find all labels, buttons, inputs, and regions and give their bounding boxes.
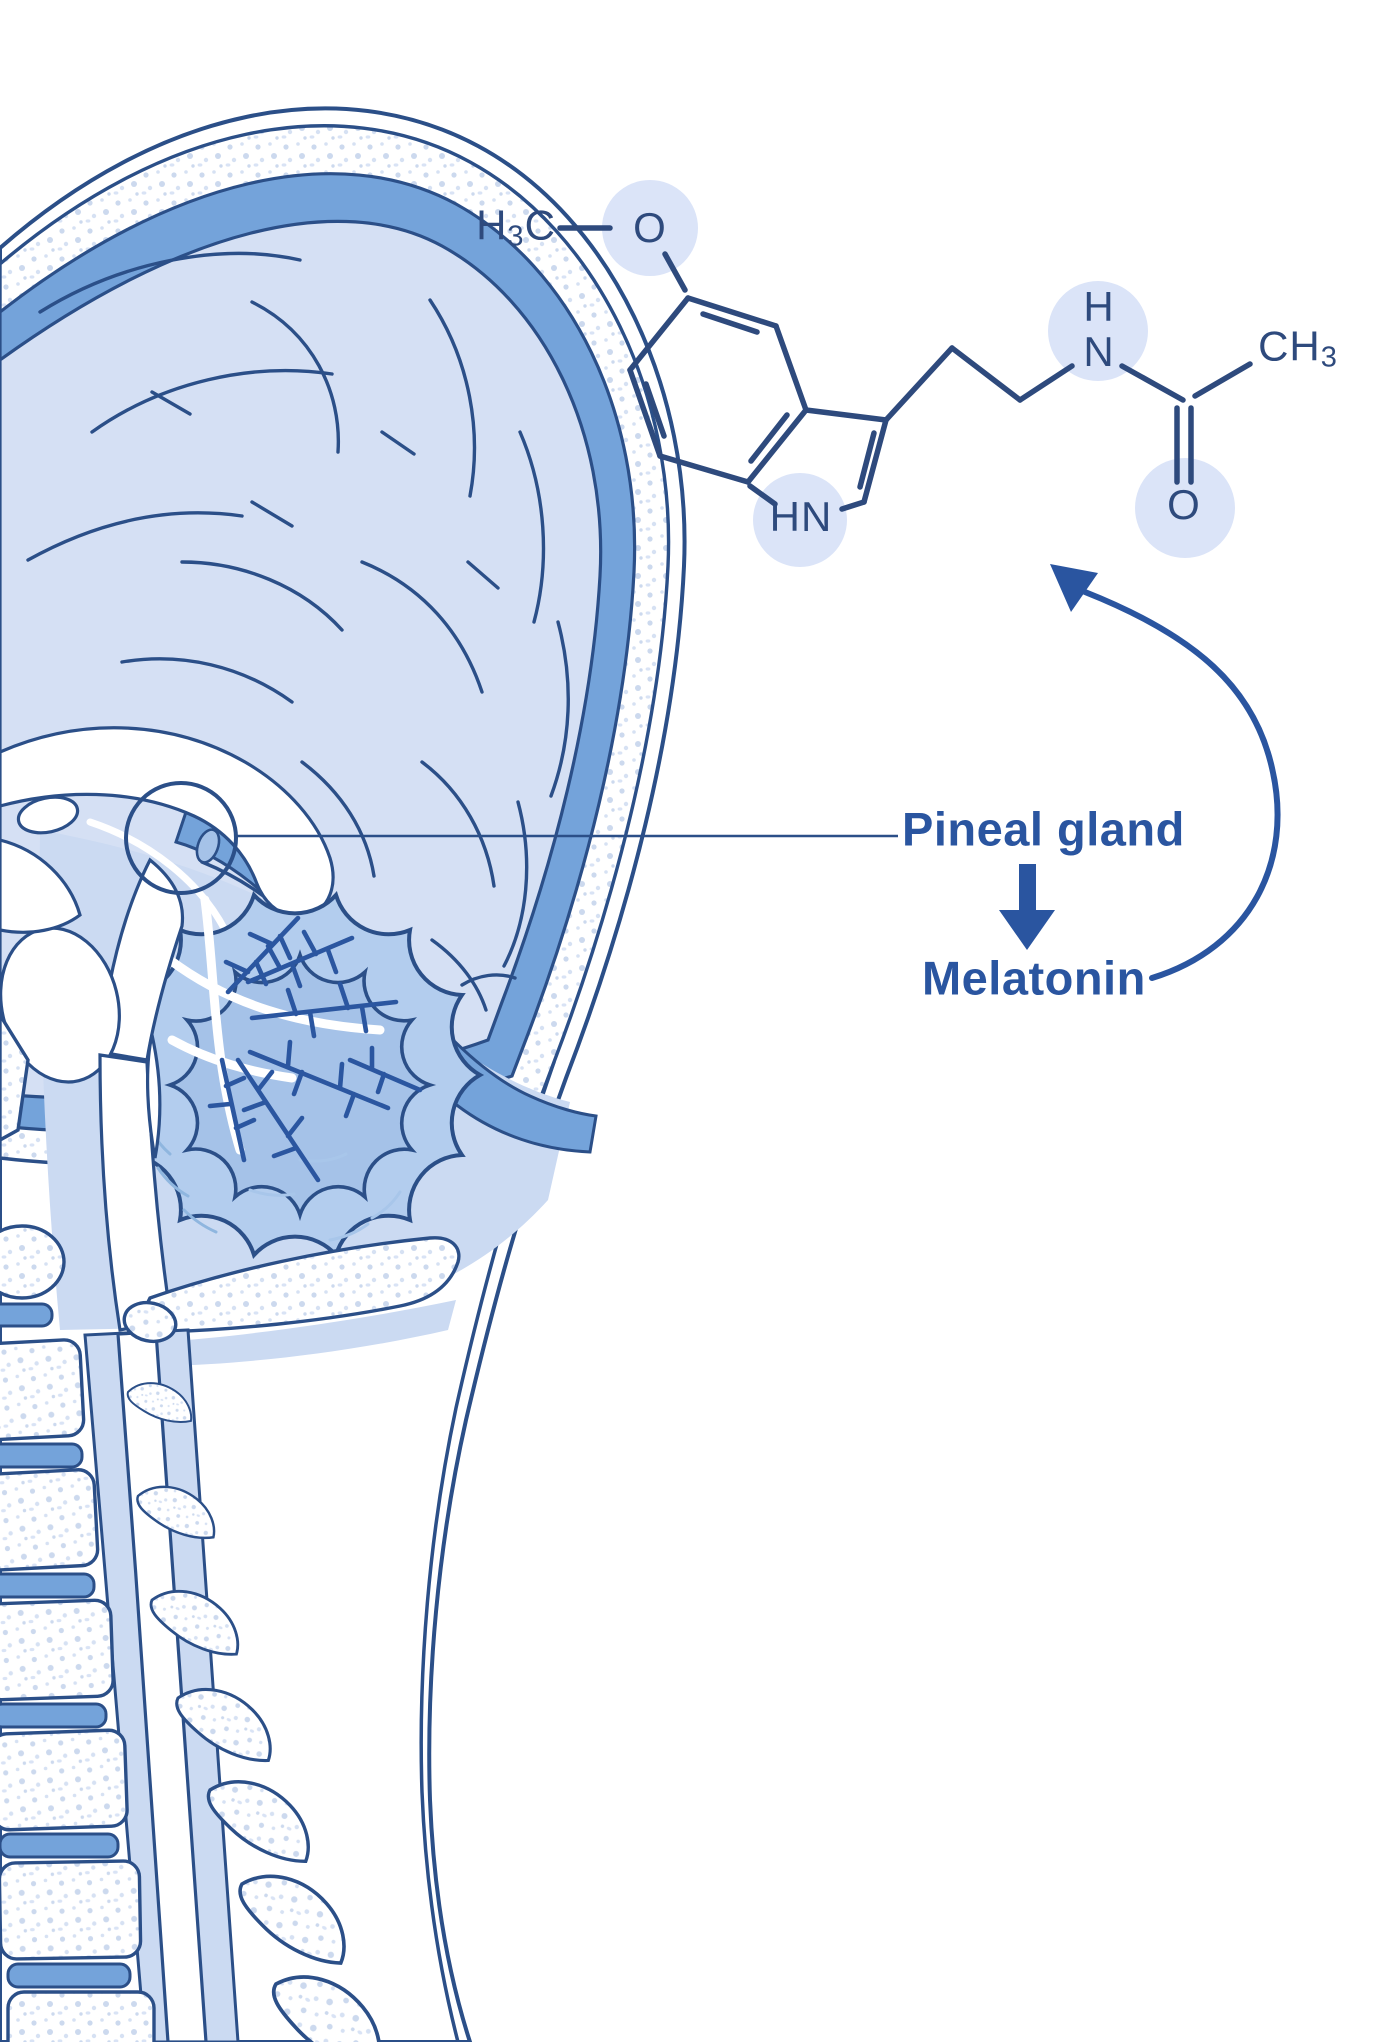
disc <box>0 1302 54 1328</box>
vertebra <box>0 1598 115 1702</box>
atom-subscript: 3 <box>507 220 525 253</box>
indole-nh-label: HN <box>770 496 833 538</box>
spinous-process <box>136 1485 216 1540</box>
bonds <box>557 225 1253 512</box>
melatonin-structure <box>557 180 1253 567</box>
down-arrow-icon <box>999 864 1055 950</box>
spinal-cord <box>116 1330 208 2042</box>
atom-subscript: 3 <box>1320 341 1338 374</box>
vertebra <box>6 1990 156 2042</box>
spinous-processes <box>122 1300 382 2042</box>
brainstem <box>0 838 185 1332</box>
curved-arrow-icon <box>1050 564 1281 981</box>
atom-letter: H <box>1083 283 1115 330</box>
atom-letter: H <box>1289 322 1321 370</box>
atom-letter: C <box>1258 322 1290 370</box>
spinous-process <box>126 1382 193 1423</box>
carbonyl-oxygen-label: O <box>1167 484 1201 526</box>
disc <box>0 1702 108 1729</box>
atom-letter: O <box>633 204 667 251</box>
spinous-process <box>206 1780 310 1863</box>
atom-letter: H <box>476 201 508 249</box>
ventricle <box>16 795 80 835</box>
pineal-gland-label: Pineal gland <box>902 802 1185 856</box>
vertebra <box>0 1859 143 1961</box>
hypothalamus-region <box>0 838 82 934</box>
fornix <box>86 818 229 934</box>
arbor-branches <box>207 915 423 1183</box>
spinous-process <box>238 1874 346 1965</box>
spine <box>0 1224 382 2042</box>
disc <box>6 1962 132 1989</box>
amide-h-label: H <box>1083 286 1114 328</box>
disc <box>0 1572 96 1599</box>
pineal-gland <box>195 828 221 864</box>
vertebra <box>0 1728 129 1832</box>
atom-letter: N <box>1083 328 1115 375</box>
vertebra-c1 <box>0 1224 66 1300</box>
melatonin-label: Melatonin <box>922 951 1146 1005</box>
fourth-ventricle <box>145 1034 162 1159</box>
indole-nh-highlight <box>753 473 847 567</box>
methoxy-oxygen-label: O <box>633 207 667 249</box>
disc <box>0 1442 84 1469</box>
spinous-process <box>271 1975 382 2042</box>
occipital-csf-strip <box>160 1300 456 1366</box>
clivus <box>0 1011 30 1142</box>
cerebrum-sulci <box>26 251 570 1012</box>
arbor-vitae <box>165 895 423 1183</box>
spinous-process <box>149 1590 240 1656</box>
amide-nh-highlight <box>1048 281 1148 381</box>
carbonyl-oxygen-highlight <box>1135 458 1235 558</box>
atom-letter: C <box>524 201 556 249</box>
amide-n-label: N <box>1083 331 1114 373</box>
methoxy-oxygen-highlight <box>602 180 698 276</box>
atom-letter: HN <box>769 493 833 540</box>
pineal-annotation-circle <box>124 781 238 895</box>
vertebra <box>0 1338 86 1442</box>
atom-letter: O <box>1167 481 1201 528</box>
vertebra <box>0 1468 100 1572</box>
spinous-process <box>122 1300 178 1344</box>
cerebellum <box>105 891 485 1259</box>
spinous-process <box>175 1687 272 1763</box>
head-illustration <box>0 106 898 2042</box>
disc <box>0 1832 120 1859</box>
